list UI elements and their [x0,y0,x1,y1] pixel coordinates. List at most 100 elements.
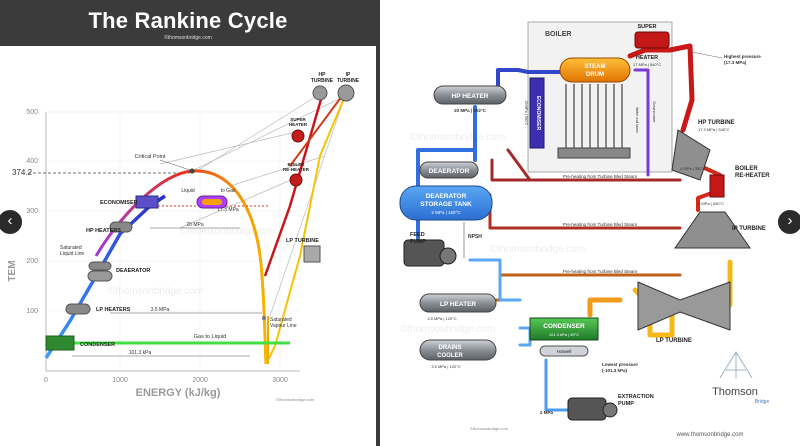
deaerator-label: DEAERATOR [429,168,470,175]
steam-drum-label-2: DRUM [586,72,604,78]
lp-turbine-label: LP TURBINE [286,238,319,244]
reheat-out-spec: 4 MPa | 540°C [698,201,724,206]
critical-point-label: Critical Point [135,154,166,160]
y-tick-label: 100 [26,308,38,315]
reheat-in-spec: 4 MPa | 330°C [680,166,706,171]
hp-turbine-label-2: TURBINE [311,78,334,84]
hp-feed-pipe [416,105,477,262]
expansion-line [265,95,346,365]
economiser-icon [135,195,159,209]
extraction-pump-motor [602,402,618,418]
hp-heaters-label: HP HEATERS [86,228,121,234]
x-tick-label: 2000 [192,377,208,384]
super-heater [634,31,670,49]
previous-slide-button[interactable]: ‹ [0,210,22,234]
downcomer-pipe [633,68,650,177]
hp-heater-spec: 20 MPa | 302°C [454,108,487,113]
preheat-label-3: Pre-heating from Turbine Bled Steam [563,269,638,274]
condenser-label: CONDENSER [543,323,585,330]
x-tick-label: 3000 [272,377,288,384]
deaerator-tank-label-1: DEAERATOR [426,193,467,200]
credit: ©thomsonbridge.com [276,397,315,402]
water-wall-label: Water wall tubes [635,107,639,133]
preheat-label-2: Pre-heating from Turbine Bled Steam [563,222,638,227]
superheat-line [263,95,324,277]
ip-turbine-label: IP TURBINE [732,226,766,232]
condenser-icon [45,335,75,351]
critical-point-pointer [159,159,191,171]
deaerator-tank-spec: 2 MPa | 160°C [431,210,461,215]
title-bar: The Rankine Cycle ©thomsonbridge.com [0,0,376,46]
super-heater-spec: 17 MPa | 540°C [633,62,661,67]
pressure-label-17: 17.3 MPa [217,207,239,213]
super-heater-label-2: HEATER [636,55,658,61]
lp-exhaust-pipe [587,297,623,318]
sat-vapour-marker [262,316,266,320]
economiser-label: ECONOMISER [535,96,541,131]
boiler-reheater [709,174,725,198]
condenser [529,317,599,341]
chevron-left-icon: ‹ [7,212,13,229]
bled-steam-pipe-hp [490,158,682,182]
y-tick-label: 500 [26,109,38,116]
gas-to-liquid-label: Gas to Liquid [194,334,226,340]
extraction-pump-label-1: EXTRACTION [618,394,654,400]
super-heater-label-1: SUPER [290,117,306,122]
drains-cooler [419,339,497,361]
reheater-label-1: BOILER [735,166,758,172]
y-tick-label: 400 [26,158,38,165]
ip-turbine-icon [337,84,355,102]
steam-drum-label-1: STEAM [585,64,606,70]
hotwell [539,345,589,357]
deaerator-storage-tank [399,185,493,221]
lowest-pressure-label-1: Lowest pressure [602,362,638,367]
deaerator-tank-icon [87,270,113,282]
reheater-label-2: RE-HEATER [735,173,770,179]
grid [46,111,300,371]
watermark: ©thomsonbridge.com [400,324,495,335]
thomson-bridge-logo: Thomson Bridge [712,351,770,405]
hp-turbine-spec: 17.3 MPa | 540°C [698,127,730,132]
sat-liquid-label-2: Liquid Line [60,251,84,257]
sat-liquid-label-1: Saturated [60,245,82,251]
hp-heater-label: HP HEATER [452,93,489,100]
economiser [529,77,545,149]
ip-turbine [674,211,751,249]
lowest-pressure-label-2: (-101.3 kPa) [602,368,628,373]
credit: ©thomsonbridge.com [470,426,509,431]
lp-turbine-label: LP TURBINE [656,338,692,344]
preheat-label-1: Pre-heating from Turbine Bled Steam [563,174,638,179]
lp-turbine-icon [303,245,321,263]
x-axis-title: ENERGY (kJ/kg) [136,387,221,399]
lp-heater-spec: 3.5 MPa | 120°C [427,316,456,321]
watermark: ©thomsonbridge.com [108,286,203,297]
hp-heater [433,85,507,105]
logo-subtext: Bridge [755,399,770,405]
lp-heaters-label: LP HEATERS [96,307,131,313]
x-tick-label: 1000 [112,377,128,384]
title-credit: ©thomsonbridge.com [164,35,212,41]
economiser-spec: 20 MPa | 330°C [524,101,528,126]
condensate-pipe-3 [544,358,572,412]
bridge-logo-icon [719,351,753,379]
ip-turbine-label-2: TURBINE [337,78,360,84]
hp-turbine [671,129,711,181]
boiler-label: BOILER [545,31,571,38]
extraction-pump-spec: 2 MPa [540,410,554,415]
deaerator-icon [88,261,112,271]
plant-schematic: BOILER [399,21,770,438]
lp-heater [419,293,497,313]
ip-turbine-label-1: IP [346,72,351,78]
next-slide-button[interactable]: › [778,210,800,234]
main-steam-pipe [627,43,695,133]
reheat-line [289,91,346,167]
steam-drum-core [202,199,222,205]
reheater-label-1: BOILER [287,162,305,167]
lp-heater-icon [65,303,91,315]
pressure-label-35: 3.5 MPa [151,307,170,313]
highest-pressure-pointer [691,51,723,59]
critical-point-marker [189,168,195,174]
drains-cooler-spec: 3.5 MPa | 120°C [431,364,460,369]
super-heater-label-1: SUPER [638,24,657,30]
liquid-label: Liquid [181,188,195,194]
